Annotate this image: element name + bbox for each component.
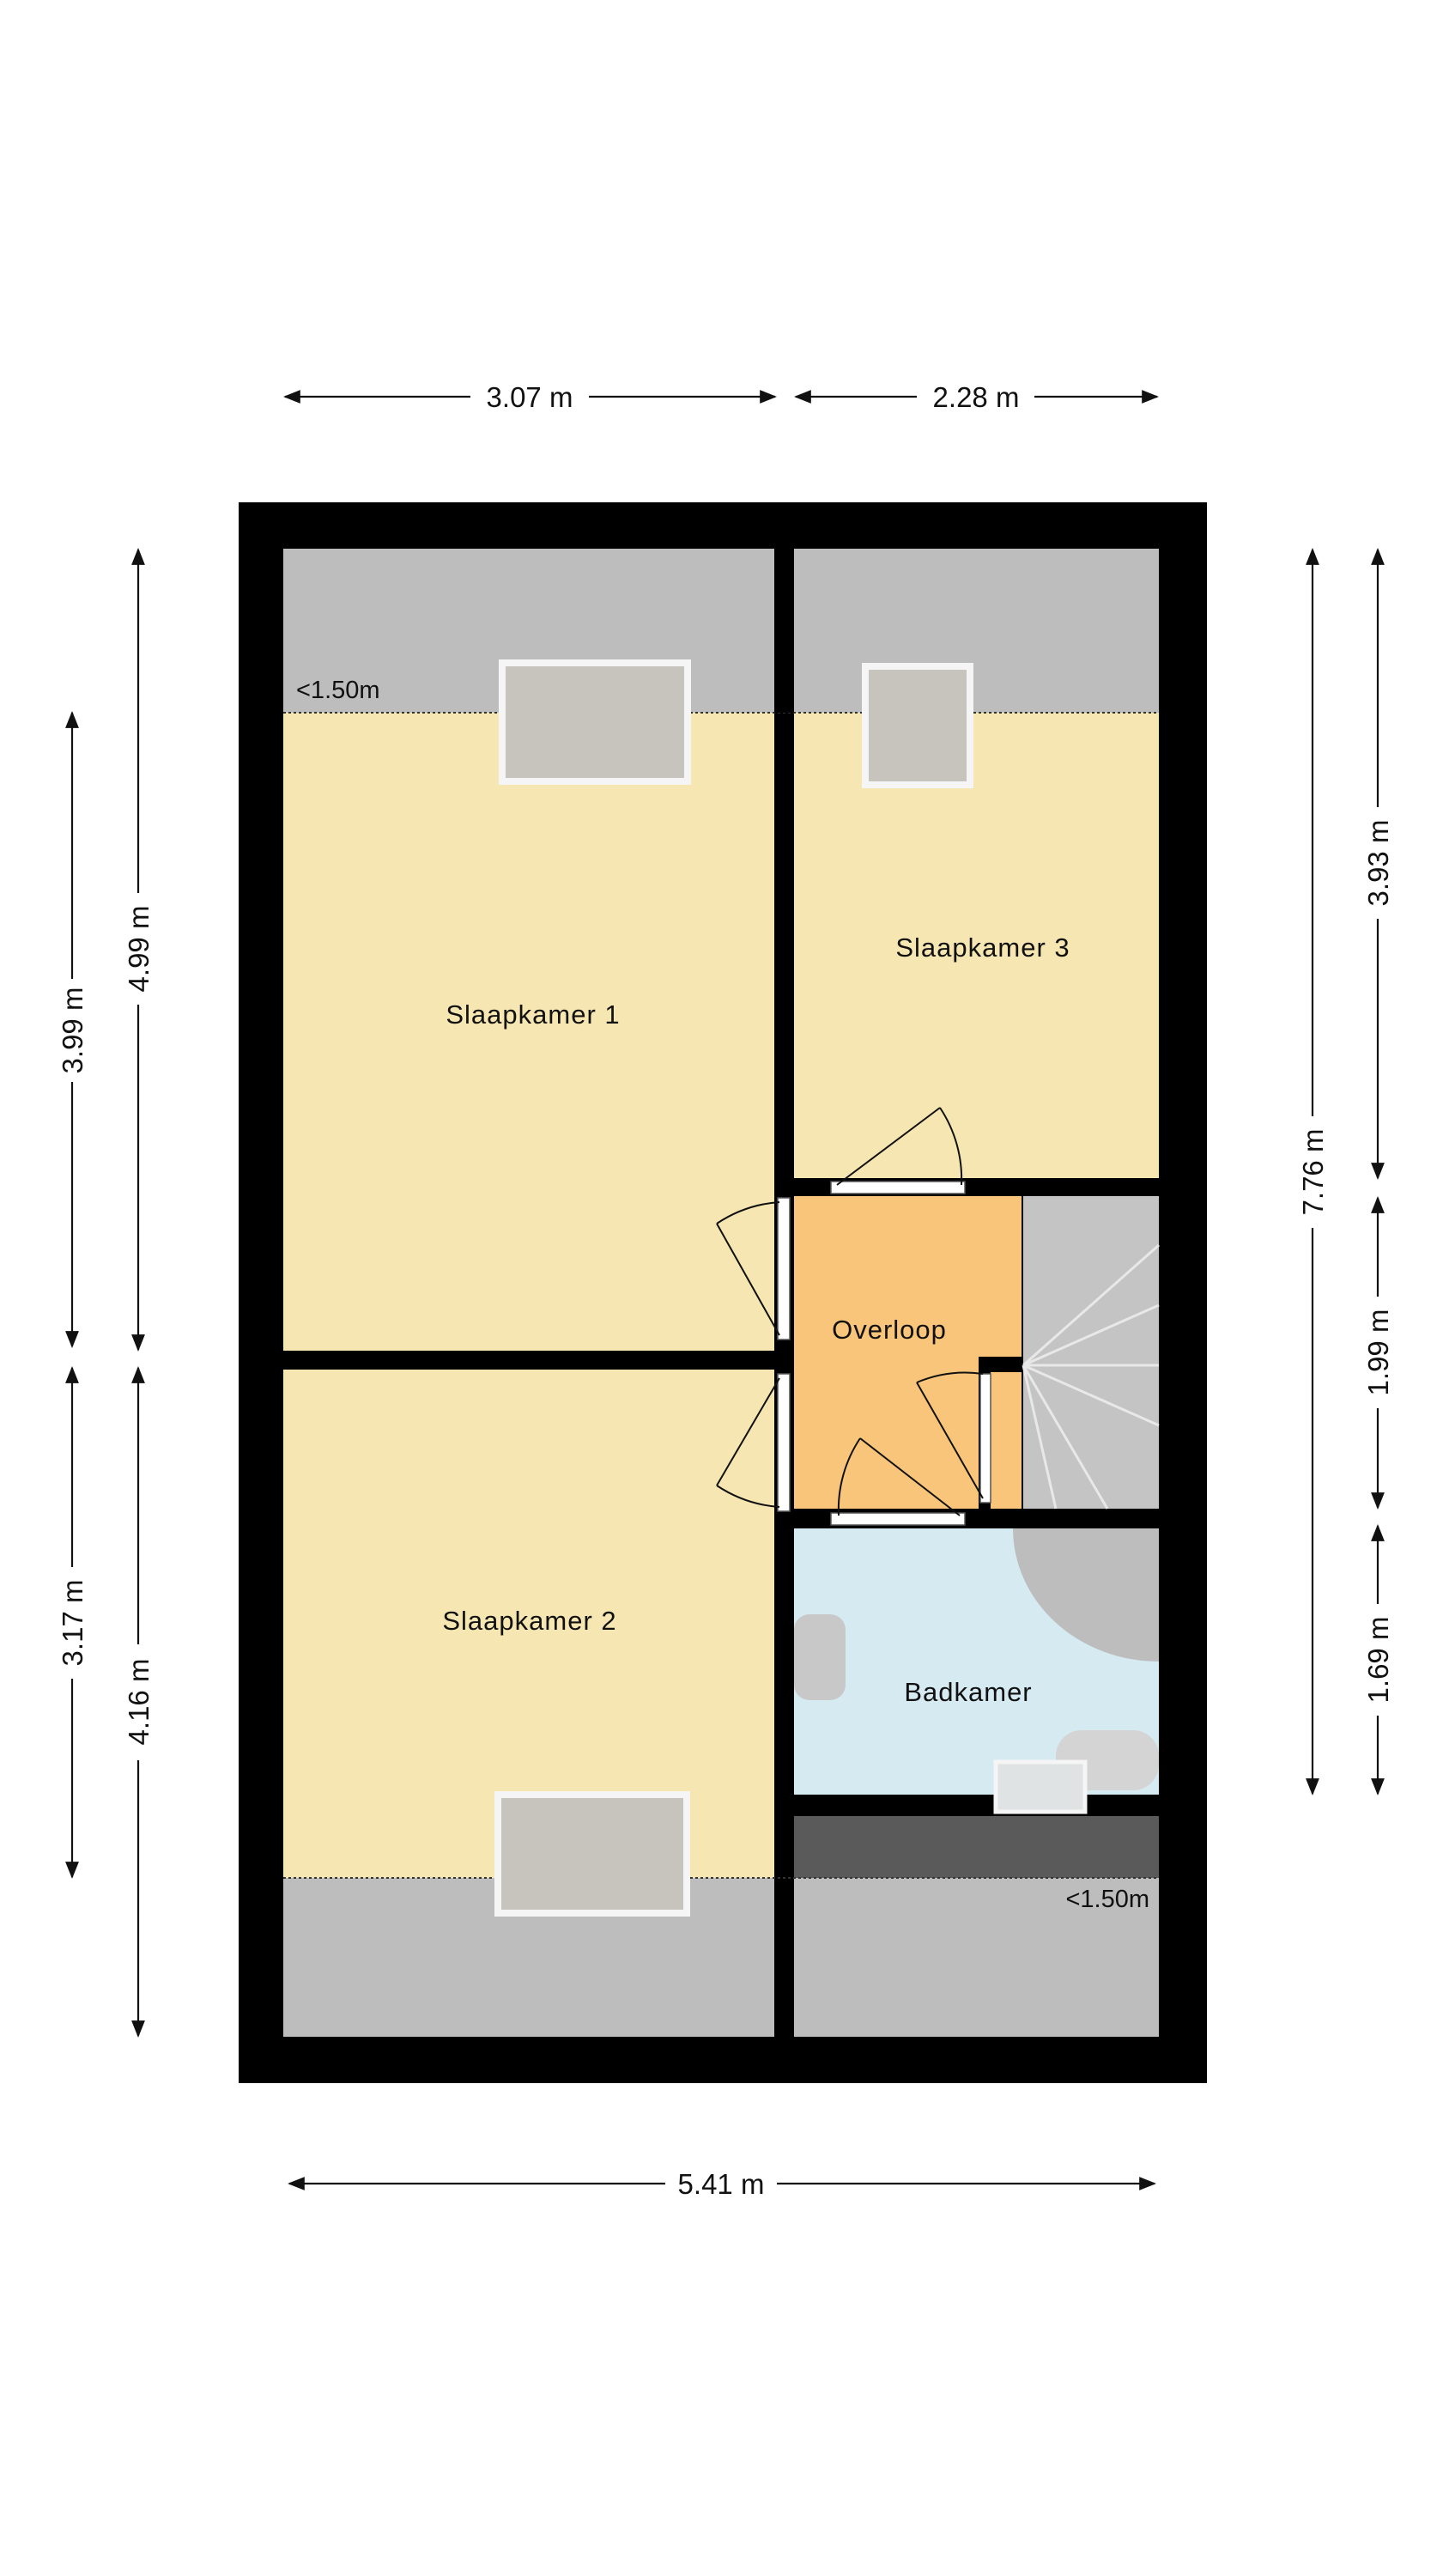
label-overloop: Overloop [832,1315,947,1345]
skylight [862,663,973,788]
svg-text:3.07 m: 3.07 m [487,381,573,413]
dim-left-outer-top: 3.99 m [57,711,88,1348]
svg-text:1.99 m: 1.99 m [1362,1309,1394,1396]
dim-left-outer-bottom: 3.17 m [57,1366,88,1879]
skylight [494,1791,690,1917]
svg-text:3.99 m: 3.99 m [57,987,88,1074]
svg-text:2.28 m: 2.28 m [933,381,1020,413]
stairs [1022,1196,1160,1510]
window [993,1759,1088,1814]
room-slaapkamer-3 [794,549,1159,1178]
svg-text:7.76 m: 7.76 m [1297,1129,1329,1216]
label-slaapkamer-3: Slaapkamer 3 [895,933,1070,963]
door-slaapkamer-3[interactable] [830,1107,966,1194]
svg-text:1.69 m: 1.69 m [1362,1617,1394,1704]
dim-left-inner-top: 4.99 m [123,548,155,1352]
height-note-top: <1.50m [296,677,380,704]
dim-right-top: 3.93 m [1362,548,1394,1180]
dark-strip [794,1816,1159,1878]
label-slaapkamer-2: Slaapkamer 2 [442,1606,616,1636]
skylight [499,659,691,785]
svg-text:3.93 m: 3.93 m [1362,820,1394,907]
svg-text:5.41 m: 5.41 m [678,2168,765,2200]
dim-right-total: 7.76 m [1297,548,1329,1795]
door-badkamer[interactable] [830,1437,966,1526]
low-ceiling-area [794,549,1159,713]
door-storage[interactable] [916,1371,991,1504]
shower-tray [1013,1528,1159,1662]
dim-right-bottom: 1.69 m [1362,1524,1394,1795]
label-badkamer: Badkamer [904,1677,1032,1707]
svg-text:3.17 m: 3.17 m [57,1580,88,1667]
room-badkamer [794,1528,1159,1795]
dim-bottom: 5.41 m [288,2168,1156,2200]
low-ceiling-area [794,1878,1159,2037]
room-slaapkamer-2 [283,1370,774,2037]
washbasin [794,1614,846,1700]
label-slaapkamer-1: Slaapkamer 1 [446,999,620,1030]
height-note-bottom: <1.50m [1065,1886,1149,1913]
dim-right-middle: 1.99 m [1362,1196,1394,1510]
dim-left-inner-bottom: 4.16 m [123,1366,155,2038]
svg-text:4.99 m: 4.99 m [123,906,155,993]
door-slaapkamer-1[interactable] [716,1197,791,1340]
dim-top-left: 3.07 m [283,381,777,413]
dim-top-right: 2.28 m [794,381,1159,413]
door-slaapkamer-2[interactable] [716,1373,791,1512]
svg-text:4.16 m: 4.16 m [123,1659,155,1746]
